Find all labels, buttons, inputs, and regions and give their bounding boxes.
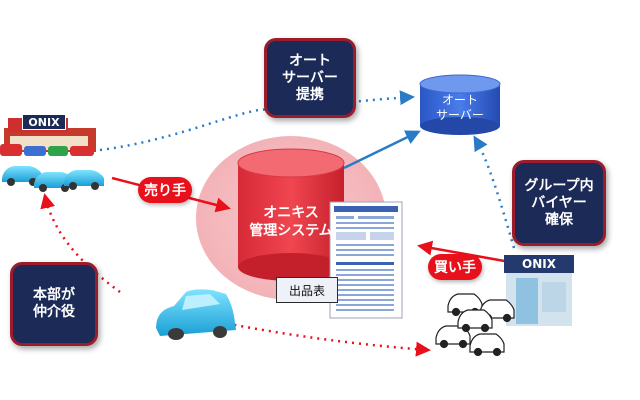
dotted-arrow-to-buyer bbox=[199, 316, 431, 357]
server-line-1: オート bbox=[441, 93, 478, 107]
buyer-badge: 買い手 bbox=[428, 254, 482, 280]
listing-sheet-document bbox=[329, 201, 403, 319]
onix-sign-left: ONIX bbox=[22, 114, 66, 130]
group-line-3: 確保 bbox=[545, 211, 573, 228]
onix-system-cylinder bbox=[237, 148, 345, 281]
seller-cars bbox=[2, 166, 104, 192]
seller-badge: 売り手 bbox=[138, 177, 192, 203]
onix-sign-right: ONIX bbox=[522, 257, 556, 271]
partner-line-2: サーバー bbox=[282, 69, 338, 86]
auto-server-cylinder bbox=[419, 74, 501, 135]
system-line-1: オニキス bbox=[263, 205, 319, 221]
hq-line-1: 本部が bbox=[33, 287, 75, 303]
onix-building-right bbox=[504, 255, 574, 326]
hq-line-2: 仲介役 bbox=[33, 304, 75, 320]
arrow-system-to-server bbox=[343, 130, 421, 170]
dotted-arrow-partner-box-to-server bbox=[351, 90, 415, 106]
dotted-link-partner-to-server bbox=[99, 108, 271, 152]
buyer-cars bbox=[435, 293, 515, 357]
group-buyer-box: グループ内 バイヤー 確保 bbox=[512, 160, 606, 246]
group-line-1: グループ内 bbox=[524, 177, 594, 194]
system-line-2: 管理システム bbox=[249, 223, 333, 239]
partner-line-1: オート bbox=[289, 52, 331, 69]
server-line-2: サーバー bbox=[436, 108, 484, 122]
group-line-2: バイヤー bbox=[531, 194, 587, 211]
dotted-arrow-group-to-server bbox=[473, 135, 516, 249]
headquarters-box: 本部が 仲介役 bbox=[10, 262, 98, 346]
partner-line-3: 提携 bbox=[296, 86, 324, 103]
auto-server-label: オート サーバー bbox=[420, 93, 500, 123]
auto-server-partner-box: オート サーバー 提携 bbox=[264, 38, 356, 118]
listing-sheet-label: 出品表 bbox=[276, 277, 338, 303]
blue-car bbox=[156, 289, 236, 340]
onix-system-label: オニキス 管理システム bbox=[238, 204, 344, 240]
